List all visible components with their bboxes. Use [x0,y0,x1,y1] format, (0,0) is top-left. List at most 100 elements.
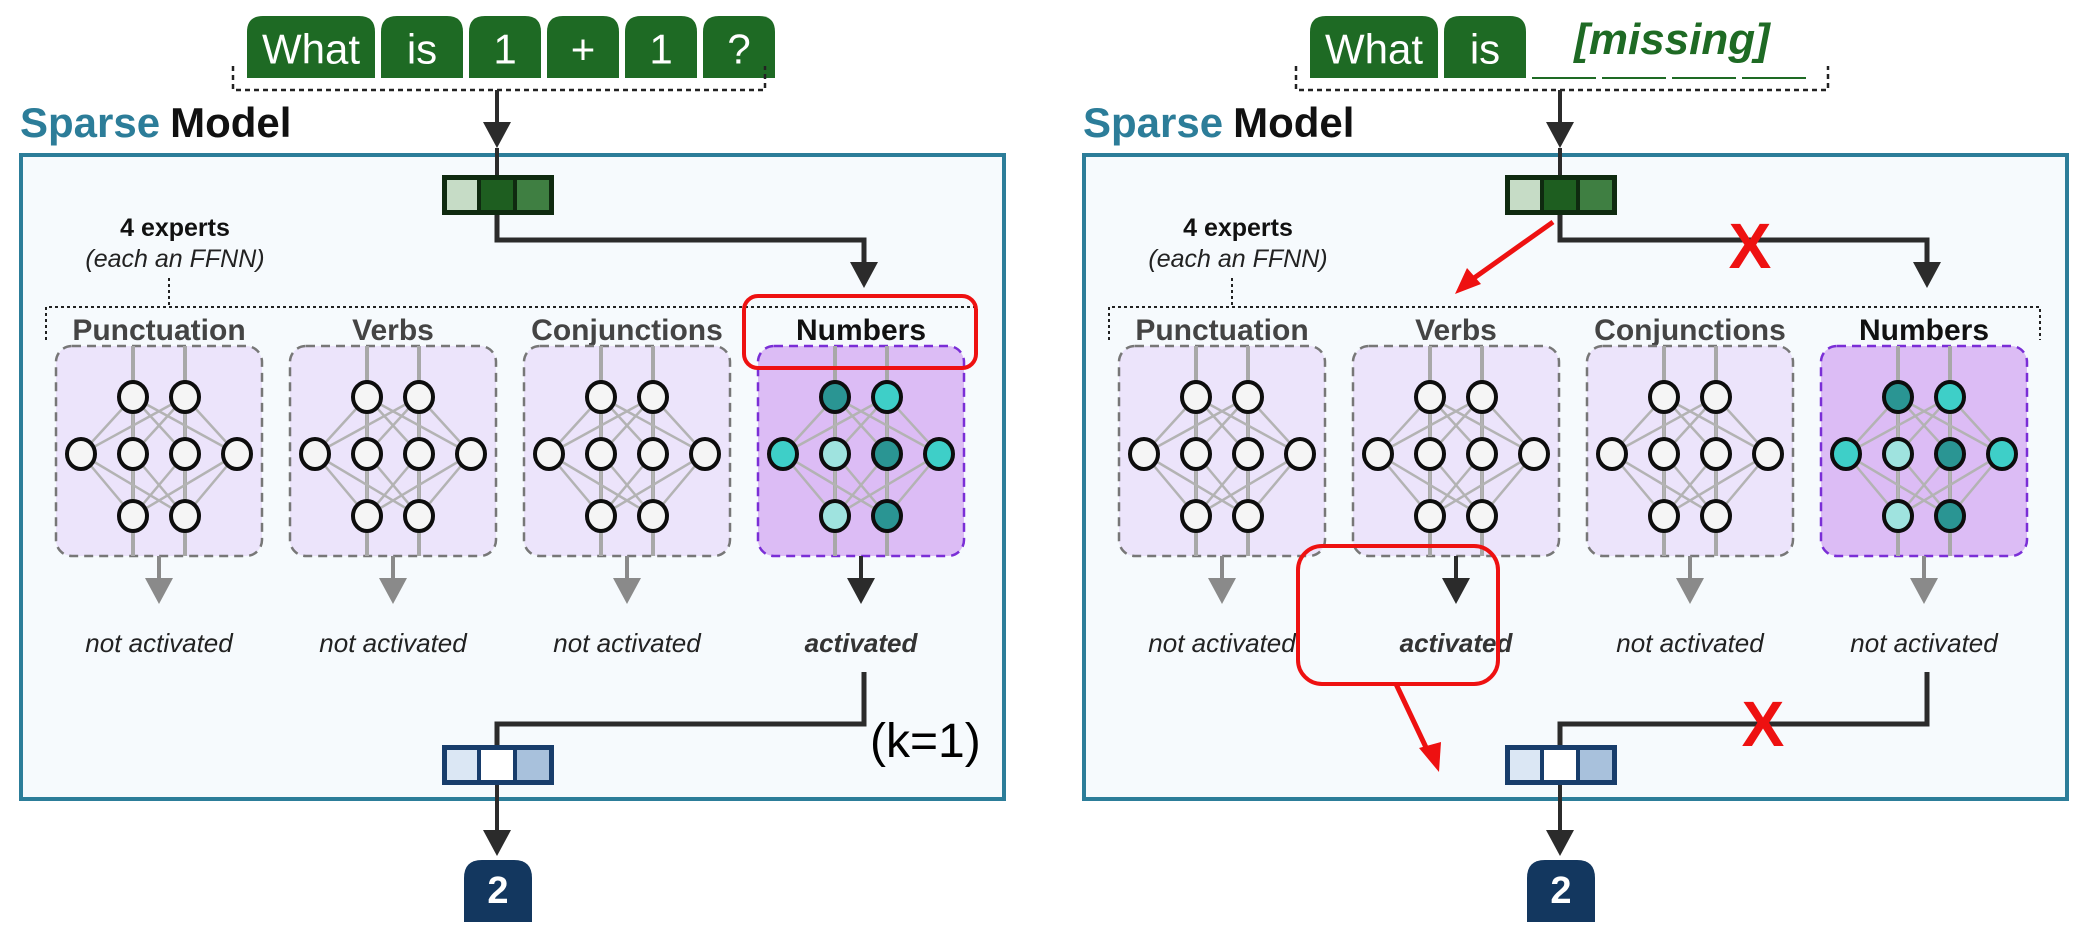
token-label: is [407,26,437,73]
token-label: 1 [493,26,516,73]
experts-subcaption: (each an FFNN) [85,245,264,273]
router-cell [1510,180,1540,210]
ffnn-edge [132,452,238,518]
ffnn-edge [80,395,186,456]
router-cell [1544,180,1576,210]
experts-subcaption: (each an FFNN) [1148,245,1327,273]
output-vector [1505,745,1617,785]
ffnn-neuron [819,380,851,414]
expert-name: Numbers [796,314,926,347]
reroute-arrow-line [1393,682,1434,760]
ffnn-neuron [221,437,253,471]
input-token: What [247,16,375,78]
output-cell [447,750,477,780]
expert-output-arrow-head [1208,578,1236,604]
ffnn-neuron [117,499,149,533]
ffnn-neuron [403,499,435,533]
ffnn-edge [1897,452,2003,518]
expert-output-arrow-head [145,578,173,604]
input-token: ? [703,16,775,78]
missing-token-label: [missing] [1572,15,1771,64]
expert-output-arrow-head [379,578,407,604]
ffnn-neuron [1414,437,1446,471]
ffnn-neuron [819,437,851,471]
ffnn-neuron [1700,380,1732,414]
ffnn-edge [1195,452,1301,518]
ffnn-neuron [585,380,617,414]
ffnn-neuron [1232,437,1264,471]
expert-status: not activated [319,628,468,658]
input-token: 1 [469,16,541,78]
ffnn-edge [1845,395,1951,456]
ffnn-neuron [1882,499,1914,533]
input-token: is [1444,16,1526,78]
ffnn-neuron [65,437,97,471]
ffnn-neuron [767,437,799,471]
ffnn-neuron [117,437,149,471]
ffnn-neuron [871,499,903,533]
token-chip [381,16,463,78]
expert-name: Numbers [1859,314,1989,347]
ffnn-edge [314,395,420,456]
output-token-label: 2 [487,870,508,912]
ffnn-edge [782,395,888,456]
expert-numbers: Numbers not activated [1819,314,2029,658]
output-cell [1510,750,1540,780]
token-chip [469,16,541,78]
ffnn-neuron [1700,499,1732,533]
route-line-numbers [1557,215,1930,262]
token-chip [547,16,619,78]
ffnn-edge [1429,452,1535,518]
experts-bracket [1108,306,2041,340]
ffnn-neuron [1180,499,1212,533]
ffnn-neuron [1128,437,1160,471]
ffnn-neuron [403,380,435,414]
input-token: is [381,16,463,78]
router-cell [1580,180,1612,210]
title-sparse: Sparse [1083,99,1223,146]
router-vector [1505,175,1617,215]
router-cell [447,180,477,210]
ffnn-neuron [1596,437,1628,471]
ffnn-neuron [169,380,201,414]
output-token-label: 2 [1550,870,1571,912]
router-cell [517,180,549,210]
output-vector [442,745,554,785]
ffnn-neuron [351,437,383,471]
route-arrow-head [850,262,878,288]
title-model: Model [170,99,291,146]
ffnn-neuron [1934,499,1966,533]
ffnn-neuron [1180,437,1212,471]
ffnn-neuron [871,437,903,471]
ffnn-neuron [351,380,383,414]
expert-name: Conjunctions [1594,314,1786,347]
expert-name: Conjunctions [531,314,723,347]
input-arrow-head [483,122,511,148]
ffnn-neuron [923,437,955,471]
token-chip [1444,16,1526,78]
output-token: 2 [464,860,532,922]
router-cell [481,180,513,210]
expert-output-arrow-head [1910,578,1938,604]
ffnn-neuron [533,437,565,471]
ffnn-neuron [1830,437,1862,471]
router-vector [442,175,554,215]
ffnn-neuron [1700,437,1732,471]
ffnn-neuron [637,499,669,533]
token-label: is [1470,26,1500,73]
ffnn-neuron [1882,380,1914,414]
ffnn-neuron [585,437,617,471]
ffnn-neuron [871,380,903,414]
output-cell [1580,750,1612,780]
ffnn-neuron [1414,380,1446,414]
experts-caption: 4 experts [1183,214,1293,242]
expert-status: not activated [1850,628,1999,658]
token-label: + [571,26,596,73]
ffnn-neuron [1232,380,1264,414]
